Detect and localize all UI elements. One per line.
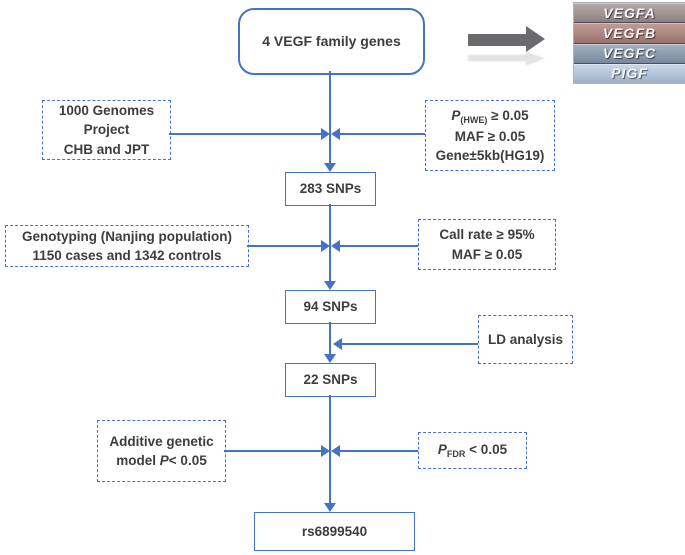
gene-stack: VEGFA VEGFB VEGFC PIGF (573, 2, 685, 84)
box-fdr-filter: PFDR < 0.05 (418, 432, 527, 469)
gray-arrow-reflection (468, 51, 546, 66)
node-label: 22 SNPs (303, 372, 358, 388)
text-line: Project (83, 122, 130, 138)
text-line: LD analysis (487, 331, 564, 347)
arrowhead-into-22 (324, 354, 336, 363)
gray-arrow-icon (468, 26, 546, 53)
text-line: model P< 0.05 (116, 453, 207, 468)
box-ld-analysis: LD analysis (478, 315, 573, 364)
connector-genomes (169, 133, 321, 135)
arrowhead-into-result (324, 503, 336, 512)
arrowhead-genotyping (321, 240, 330, 252)
connector-fdr (339, 450, 418, 452)
gene-bar-vegfb: VEGFB (574, 23, 685, 44)
gene-label: PIGF (611, 65, 648, 82)
arrowhead-hwe (331, 128, 340, 140)
connector-v4 (329, 395, 331, 504)
text-line: MAF ≥ 0.05 (454, 128, 526, 144)
text-line: CHB and JPT (63, 141, 150, 157)
connector-callrate (339, 245, 418, 247)
arrowhead-additive (321, 445, 330, 457)
box-genotyping: Genotyping (Nanjing population) 1150 cas… (5, 225, 249, 267)
text-line: 1000 Genomes (58, 103, 155, 119)
connector-additive (224, 450, 321, 452)
connector-v2 (329, 204, 331, 282)
node-label: 4 VEGF family genes (262, 32, 401, 49)
text-line: P(HWE) ≥ 0.05 (451, 107, 529, 125)
gray-arrow-head (526, 26, 545, 52)
arrowhead-genomes (321, 128, 330, 140)
node-result-rs6899540: rs6899540 (254, 512, 415, 551)
node-283-snps: 283 SNPs (285, 172, 376, 206)
node-22-snps: 22 SNPs (285, 363, 376, 397)
connector-hwe (339, 133, 425, 135)
box-call-rate: Call rate ≥ 95% MAF ≥ 0.05 (418, 219, 556, 270)
arrowhead-fdr (331, 445, 340, 457)
gene-bar-pigf: PIGF (574, 63, 685, 83)
text-line: 1150 cases and 1342 controls (32, 248, 222, 263)
gene-label: VEGFB (602, 24, 657, 41)
node-label: rs6899540 (301, 523, 368, 539)
box-additive-model: Additive genetic model P< 0.05 (97, 420, 226, 482)
gene-label: VEGFC (602, 45, 657, 62)
node-94-snps: 94 SNPs (285, 290, 376, 324)
gray-arrow-body (468, 34, 526, 46)
arrowhead-callrate (331, 240, 340, 252)
box-1000-genomes: 1000 Genomes Project CHB and JPT (42, 100, 171, 160)
text-line: Gene±5kb(HG19) (435, 147, 545, 163)
box-hwe-filter: P(HWE) ≥ 0.05 MAF ≥ 0.05 Gene±5kb(HG19) (425, 100, 555, 171)
gene-bar-vegfa: VEGFA (574, 3, 685, 24)
connector-v1 (329, 71, 331, 164)
text-line: Additive genetic (109, 433, 214, 449)
gene-label: VEGFA (603, 4, 656, 21)
connector-ld (341, 343, 478, 345)
text-line: Call rate ≥ 95% (439, 227, 535, 243)
text-line: PFDR < 0.05 (437, 442, 508, 460)
arrowhead-into-94 (324, 281, 336, 290)
node-label: 283 SNPs (299, 181, 362, 197)
connector-v3 (329, 322, 331, 355)
gene-bar-vegfc: VEGFC (574, 43, 685, 64)
connector-genotyping (247, 245, 321, 247)
arrowhead-ld (333, 338, 342, 350)
text-line: Genotyping (Nanjing population) (22, 228, 232, 244)
text-line: MAF ≥ 0.05 (451, 246, 523, 262)
node-label: 94 SNPs (303, 299, 358, 315)
node-vegf-family-genes: 4 VEGF family genes (238, 8, 425, 75)
arrowhead-into-283 (324, 163, 336, 172)
